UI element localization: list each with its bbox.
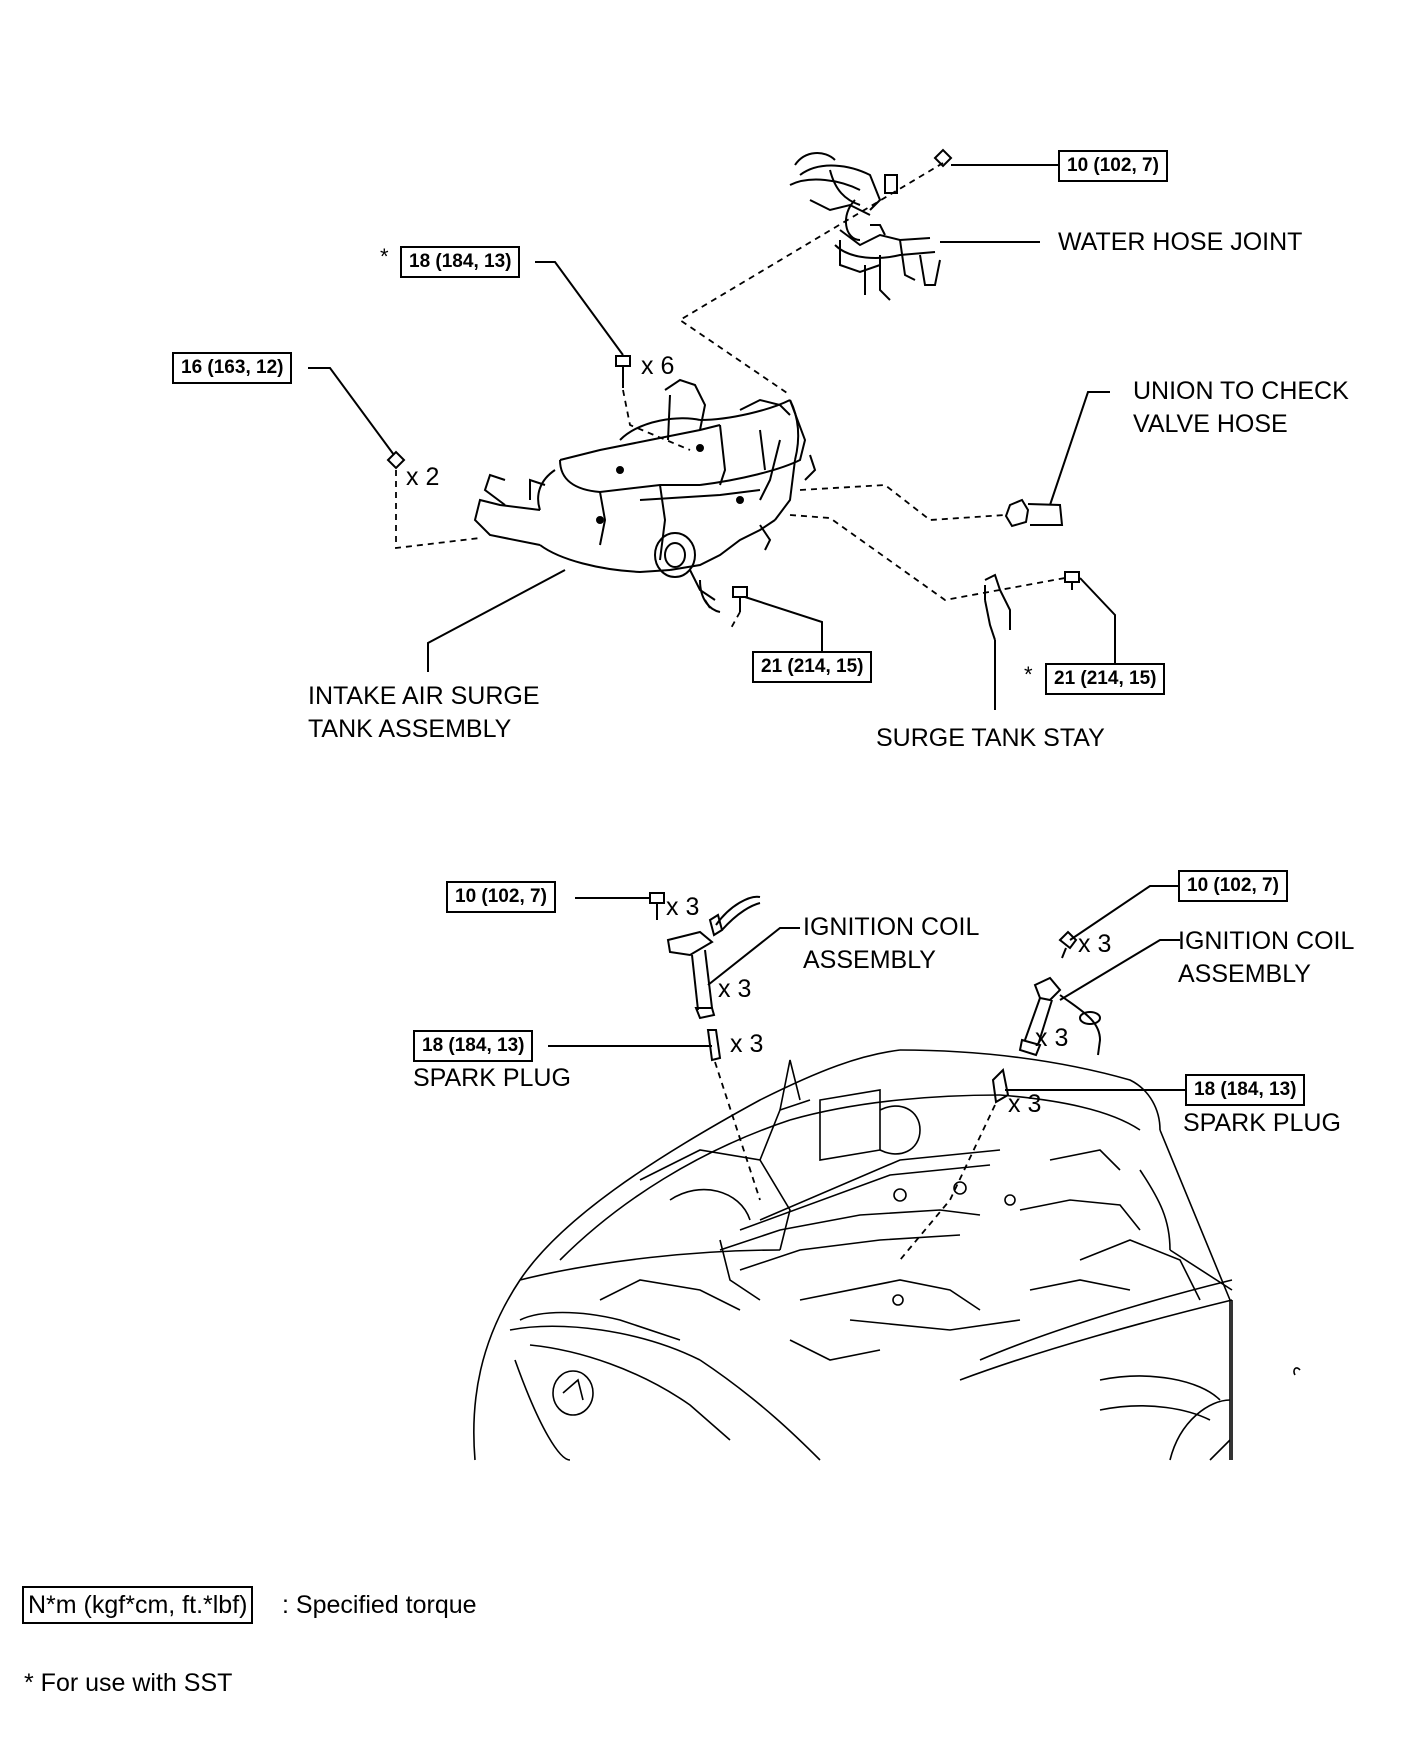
- legend-torque-unit-description: : Specified torque: [282, 1591, 477, 1619]
- label-left-ignition-coil-assembly: IGNITION COIL ASSEMBLY: [803, 913, 980, 974]
- qty-left-spark-plugs: x 3: [730, 1030, 764, 1058]
- torque-right-spark-plug: 18 (184, 13): [1185, 1074, 1306, 1106]
- label-intake-air-surge-tank-assembly: INTAKE AIR SURGE TANK ASSEMBLY: [308, 682, 540, 743]
- qty-nuts: x 2: [406, 463, 440, 491]
- label-union-to-check-valve-hose: UNION TO CHECK VALVE HOSE: [1133, 377, 1349, 438]
- ignition-dashed-lines: [714, 1061, 996, 1261]
- surge-tank-part: [473, 378, 817, 613]
- qty-left-coil-bolts: x 3: [666, 893, 700, 921]
- label-surge-tank-stay: SURGE TANK STAY: [876, 724, 1105, 752]
- legend-torque-unit-box: N*m (kgf*cm, ft.*lbf): [22, 1586, 254, 1624]
- torque-lower-bolt: 21 (214, 15): [752, 651, 873, 683]
- qty-right-coils: x 3: [1035, 1024, 1069, 1052]
- torque-upper-bolts: 18 (184, 13): [400, 246, 521, 278]
- ignition-leader-lines: [548, 885, 1185, 1091]
- water-hose-joint-part: [789, 152, 941, 301]
- qty-left-coils: x 3: [718, 975, 752, 1003]
- label-water-hose-joint: WATER HOSE JOINT: [1058, 228, 1303, 256]
- label-right-spark-plug: SPARK PLUG: [1183, 1109, 1341, 1137]
- torque-left-coil-bolt: 10 (102, 7): [446, 881, 556, 913]
- sst-mark-stay-bolt: *: [1024, 662, 1033, 687]
- legend-sst-note: * For use with SST: [24, 1669, 233, 1697]
- label-right-ignition-coil-assembly: IGNITION COIL ASSEMBLY: [1178, 927, 1355, 988]
- surge-tank-dashed-lines: [395, 162, 1066, 631]
- surge-tank-fasteners: [386, 148, 1080, 641]
- torque-stay-bolt: 21 (214, 15): [1045, 663, 1166, 695]
- qty-right-spark-plugs: x 3: [1008, 1090, 1042, 1118]
- qty-upper-bolts: x 6: [641, 352, 675, 380]
- label-left-spark-plug: SPARK PLUG: [413, 1064, 571, 1092]
- vehicle-engine-bay-drawing: [473, 1049, 1301, 1461]
- surge-tank-leader-lines: [308, 164, 1116, 710]
- torque-nuts: 16 (163, 12): [172, 352, 293, 384]
- torque-water-hose-bolt: 10 (102, 7): [1058, 150, 1168, 182]
- sst-mark-upper-bolts: *: [380, 244, 389, 269]
- qty-right-coil-bolts: x 3: [1078, 930, 1112, 958]
- torque-right-coil-bolt: 10 (102, 7): [1178, 870, 1288, 902]
- torque-left-spark-plug: 18 (184, 13): [413, 1030, 534, 1062]
